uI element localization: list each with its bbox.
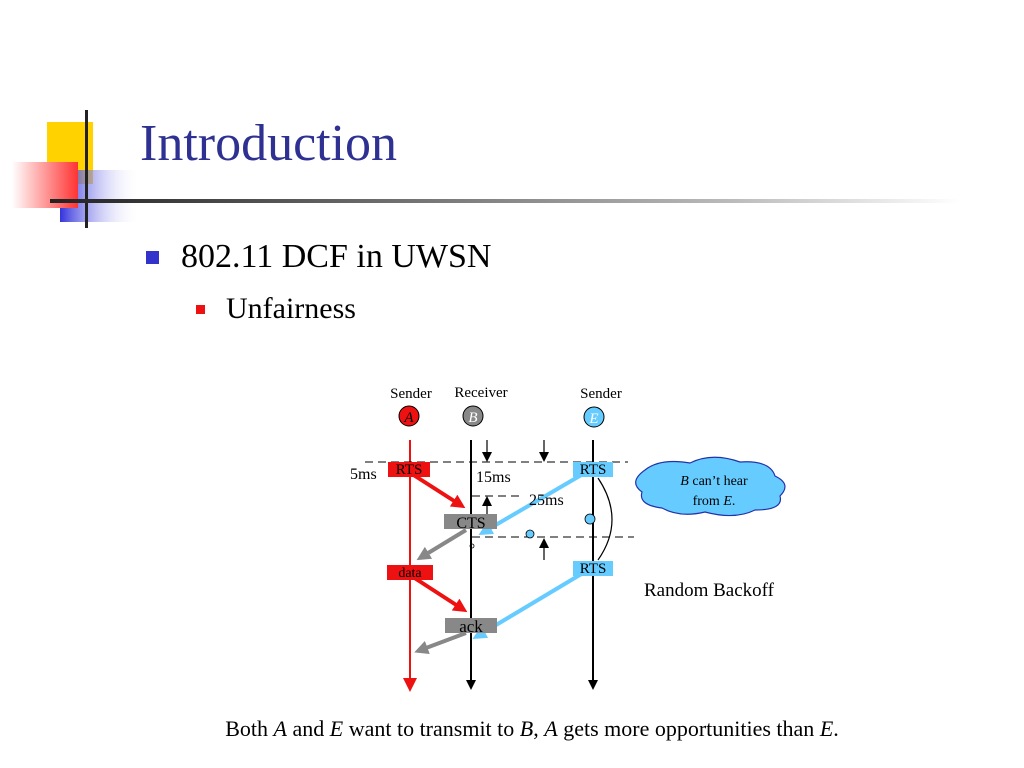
node-b-role: Receiver	[454, 385, 507, 401]
node-e-circle	[583, 406, 605, 428]
sub-bullet-unfairness: Unfairness	[196, 292, 356, 326]
title-decoration	[12, 110, 960, 228]
bullet-square-icon	[146, 250, 159, 264]
arrow-e-rts-to-b	[478, 472, 585, 536]
sub-bullet-square-icon	[196, 304, 205, 314]
frame-a-rts-label: RTS	[396, 462, 423, 478]
node-b-letter: B	[468, 410, 477, 426]
arrow-cts-to-a	[416, 528, 468, 561]
backoff-brace	[597, 477, 613, 561]
frame-e-rts2-box	[573, 561, 613, 576]
timing-15ms: 15ms	[476, 469, 511, 486]
cloud-callout: B can’t hear from E.	[635, 456, 786, 517]
arrow-data-to-b	[411, 575, 468, 613]
node-e-letter: E	[588, 411, 598, 427]
cloud-text-line1: B can’t hear	[680, 474, 748, 489]
caption: Both A and E want to transmit to B, A ge…	[225, 716, 839, 741]
frame-e-rts-box	[573, 462, 613, 477]
frame-e-rts-label: RTS	[580, 462, 607, 478]
frame-cts-box	[444, 514, 497, 529]
arrow-a-rts-to-b	[410, 472, 466, 509]
deco-vertical-rule	[85, 110, 88, 228]
frame-e-rts2-label: RTS	[580, 561, 607, 577]
node-a-circle	[398, 405, 420, 427]
frame-ack-box	[445, 618, 497, 633]
node-a-role: Sender	[390, 386, 432, 402]
marker-dot-b	[469, 543, 475, 549]
slide-title: Introduction	[140, 115, 398, 172]
sub-bullet-text: Unfairness	[226, 292, 356, 325]
random-backoff-label: Random Backoff	[644, 580, 775, 601]
marker-dot-blue-1	[525, 529, 535, 539]
frame-a-rts-box	[388, 462, 430, 477]
bullet-802-11-dcf: 802.11 DCF in UWSN	[146, 238, 491, 276]
marker-dot-blue-2	[584, 513, 596, 525]
node-a-letter: A	[403, 410, 414, 426]
title-underline	[50, 199, 960, 203]
frame-ack-label: ack	[459, 617, 483, 636]
bullet-text: 802.11 DCF in UWSN	[181, 238, 492, 275]
node-b-circle	[462, 405, 484, 427]
timing-25ms: 25ms	[529, 492, 564, 509]
frame-cts-label: CTS	[456, 515, 485, 532]
arrow-ack-to-a	[414, 631, 467, 655]
cloud-text-line2: from E.	[693, 494, 736, 509]
node-e-role: Sender	[580, 386, 622, 402]
timing-5ms: 5ms	[350, 466, 377, 483]
frame-data-label: data	[398, 566, 422, 581]
frame-data-box	[387, 565, 433, 580]
